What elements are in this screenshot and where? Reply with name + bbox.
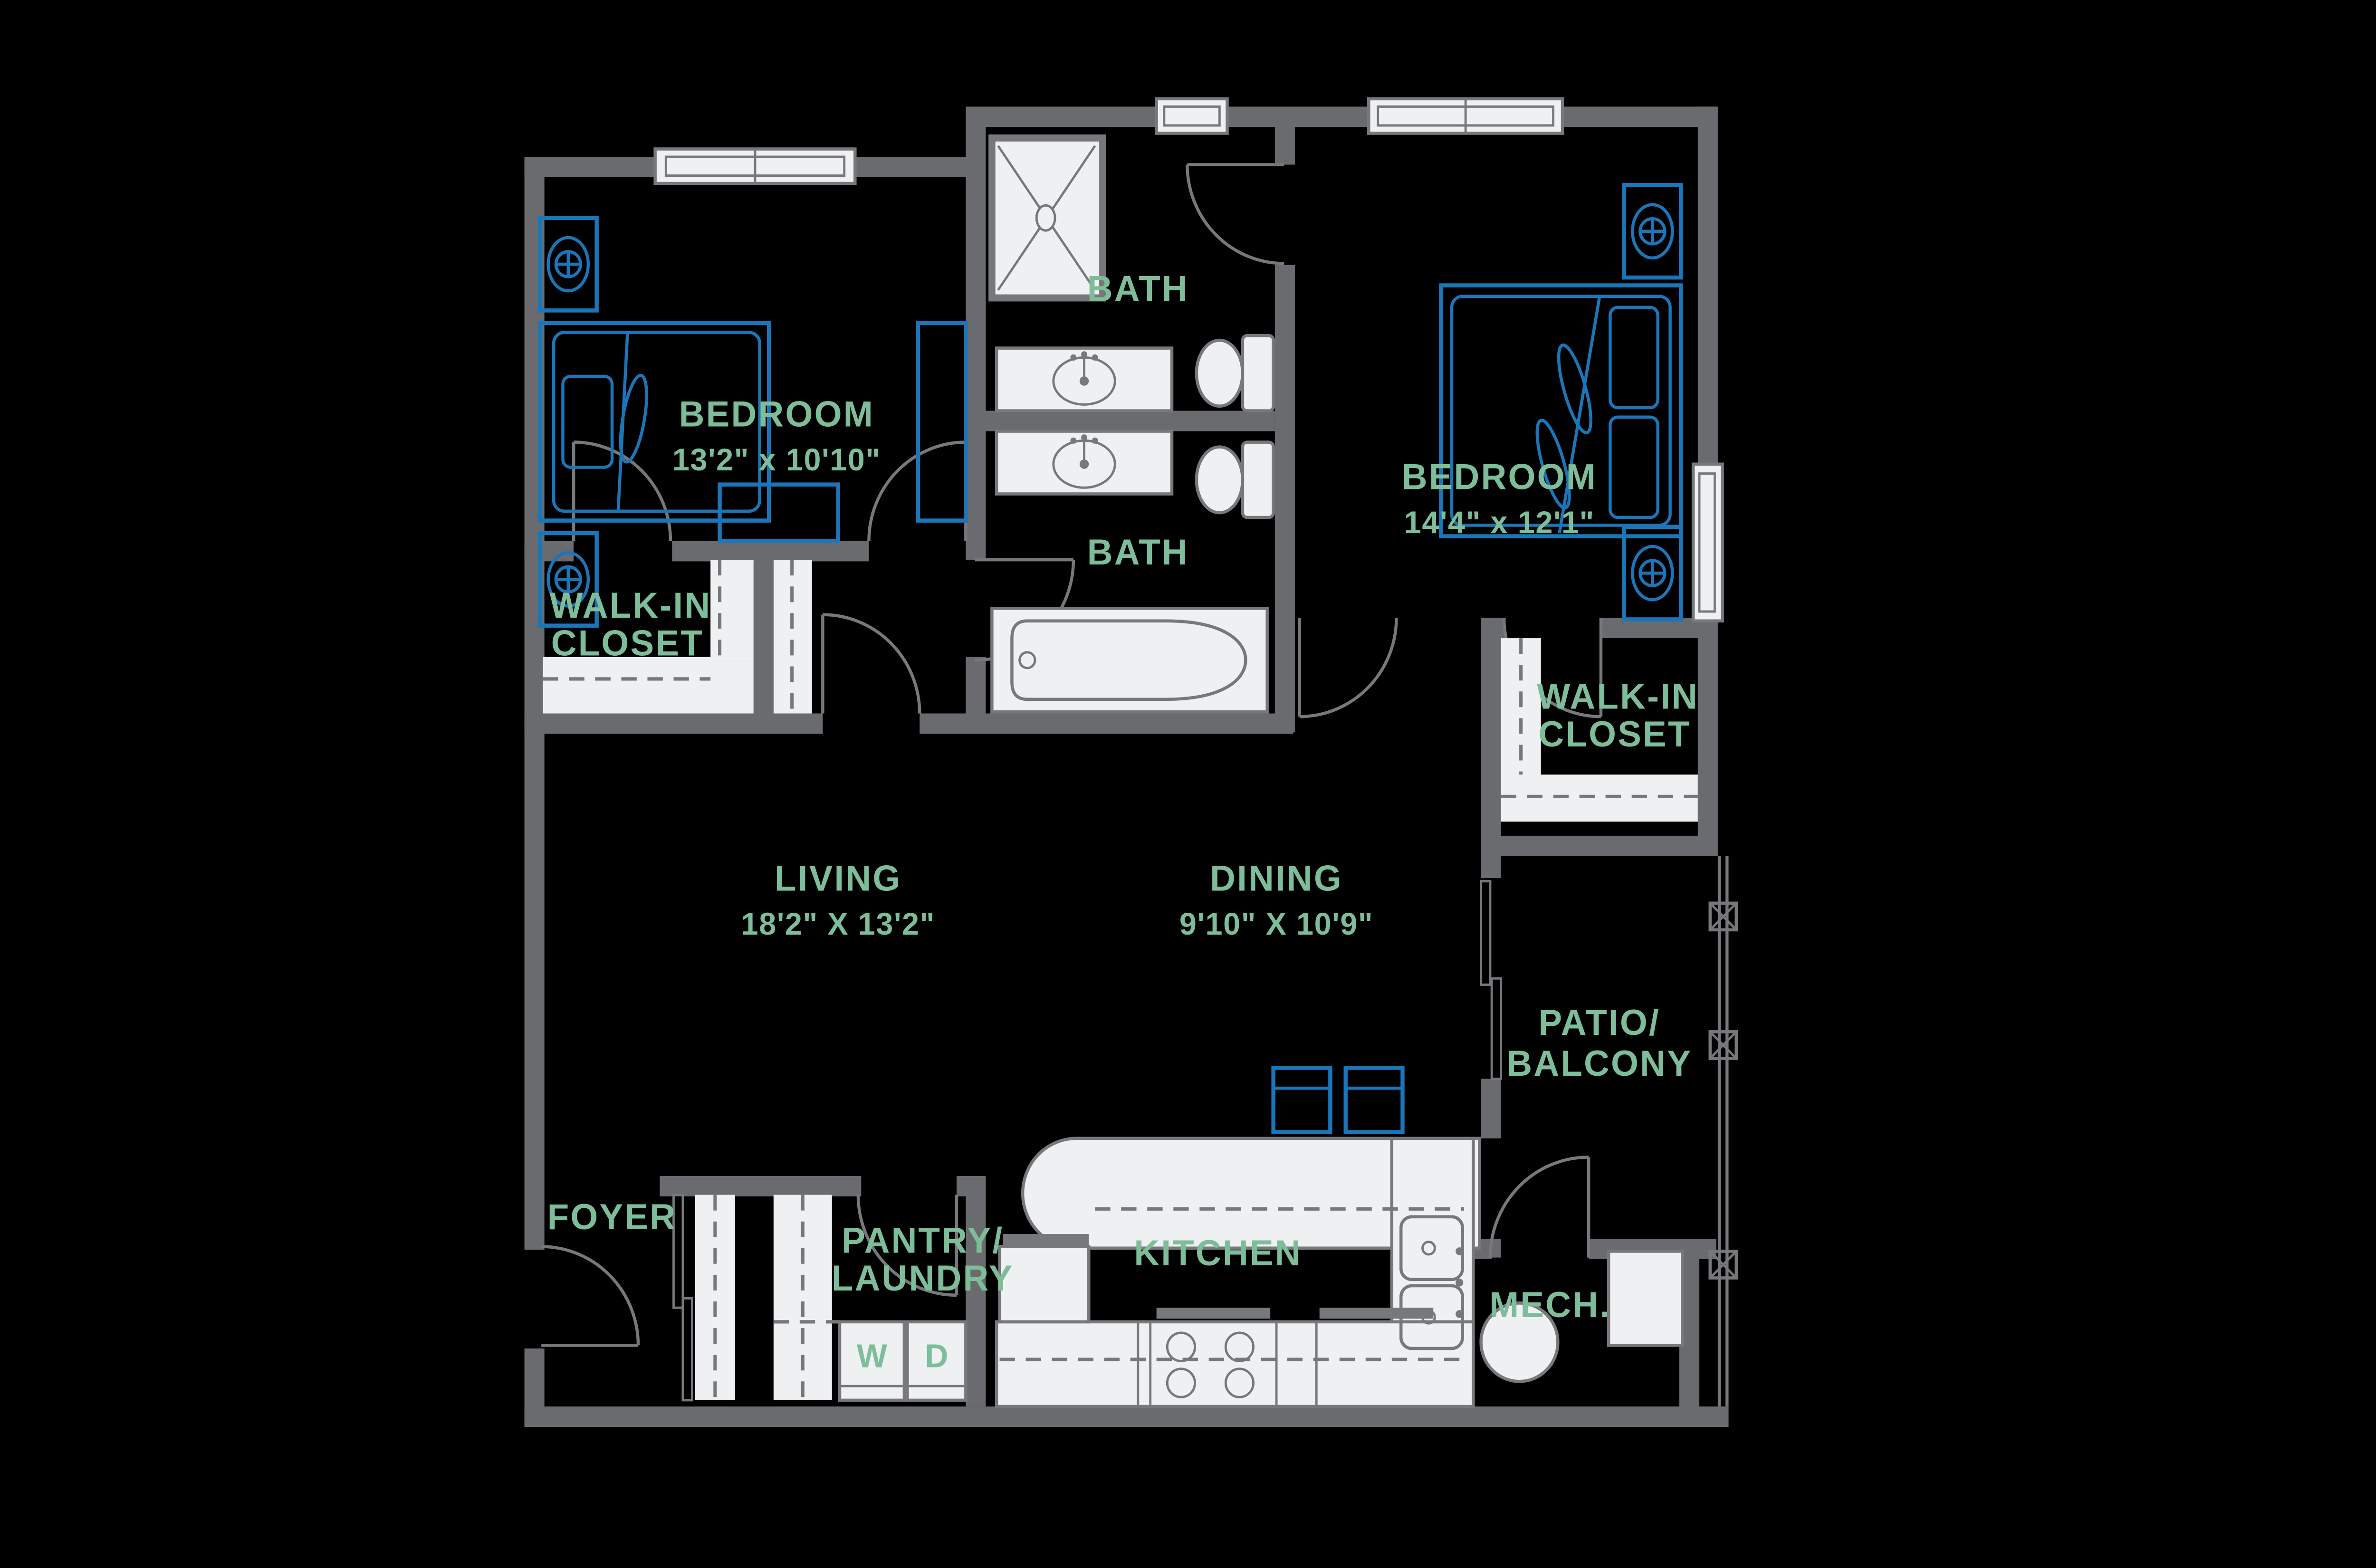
counter-bottom-row	[995, 1320, 1475, 1408]
wall-bath-right-main	[1274, 265, 1295, 733]
patio-label-line2: BALCONY	[1506, 1043, 1692, 1083]
living-label: LIVING	[775, 858, 902, 899]
wall-under-bath	[920, 713, 1293, 734]
washer-label: W	[857, 1338, 887, 1375]
bedroom1-dims: 13'2" x 10'10"	[672, 442, 881, 477]
foyer-label: FOYER	[547, 1197, 677, 1237]
wall-closet1-hall-divider	[753, 560, 774, 714]
wall-bath-left-upper	[966, 127, 986, 560]
counter-accent-2	[1319, 1308, 1434, 1319]
windows	[653, 97, 1724, 623]
foyer-closet-bypass-door-1	[672, 1194, 684, 1309]
closet2-label-line1: WALK-IN	[1537, 676, 1699, 717]
bath-fixtures	[988, 134, 1275, 714]
hall-closet-shelf	[773, 560, 812, 714]
door-patio-entry	[1488, 1156, 1590, 1258]
wall-left-upper	[524, 157, 545, 1250]
nightstand-lamp-icon	[1622, 525, 1683, 621]
vanity-sink-2	[995, 430, 1174, 496]
wall-closet2-left	[1481, 618, 1501, 855]
hvac-unit	[1607, 1250, 1684, 1347]
kitchen-label: KITCHEN	[1134, 1233, 1302, 1273]
room-labels: BEDROOM 13'2" x 10'10" BATH BEDROOM 14'4…	[547, 268, 1699, 1325]
nightstand-lamp-icon	[537, 216, 599, 313]
dresser-right	[916, 321, 968, 523]
nightstand-lamp-icon	[1622, 183, 1683, 280]
toilet-1	[1195, 334, 1275, 412]
closet2-shelf-left	[1501, 638, 1541, 792]
sliding-door-patio	[1480, 880, 1503, 1080]
bedroom1-label: BEDROOM	[679, 394, 874, 434]
wall-pantry-kitchen-divider	[966, 1176, 986, 1407]
window-bedroom2-right	[1691, 462, 1724, 623]
living-dims: 18'2" X 13'2"	[741, 906, 935, 941]
door-bath1	[1186, 163, 1284, 265]
door-pantry	[856, 1195, 958, 1297]
closet1-label-line2: CLOSET	[551, 623, 704, 663]
pantry-label-line2: LAUNDRY	[832, 1258, 1014, 1298]
patio-label-line1: PATIO/	[1538, 1002, 1660, 1042]
range-burners	[1149, 1320, 1278, 1408]
laundry-appliances: W D	[773, 1320, 968, 1402]
closet1-label-line1: WALK-IN	[549, 585, 711, 626]
toilet-2	[1195, 440, 1275, 519]
bedroom2-label: BEDROOM	[1402, 457, 1597, 497]
foyer-closet-bypass-door-2	[681, 1297, 693, 1402]
closet2-label-line2: CLOSET	[1538, 714, 1691, 754]
closet-shelving	[543, 560, 1698, 1402]
wall-closet2-bottom	[1481, 835, 1716, 856]
closet1-shelf-right	[710, 560, 754, 657]
wall-top-right	[966, 106, 1716, 127]
window-bedroom1	[653, 147, 857, 185]
water-heater	[1479, 1301, 1560, 1383]
wall-bath-left-stub	[966, 657, 986, 714]
wall-patio-mid	[1481, 1079, 1501, 1138]
wall-pantry-top	[660, 1176, 862, 1196]
closet1-shelf-bottom	[543, 657, 754, 714]
wall-bath-right-top	[1274, 127, 1295, 165]
dryer-label: D	[925, 1338, 948, 1375]
counter-accent-1	[1156, 1308, 1271, 1319]
bar-stool-2	[1343, 1066, 1405, 1134]
pantry-label-line1: PANTRY/	[842, 1220, 1004, 1261]
dining-label: DINING	[1210, 858, 1343, 899]
kitchen-counters	[995, 1066, 1481, 1408]
bathtub	[990, 607, 1269, 714]
wall-under-hall-left	[524, 713, 823, 734]
mech-label: MECH.	[1489, 1284, 1611, 1325]
window-bedroom2-top	[1367, 97, 1564, 135]
bed-queen	[1439, 283, 1683, 538]
bedroom1-furniture	[537, 216, 968, 628]
dresser-bottom	[718, 482, 840, 543]
wall-between-baths	[984, 411, 1275, 431]
wall-patio-stub-top	[1481, 854, 1501, 878]
wall-bedroom1-bottom-left	[524, 541, 574, 562]
nightstand-lamp-icon	[537, 531, 599, 628]
door-entry-foyer	[541, 1245, 640, 1347]
bedroom2-furniture	[1439, 183, 1683, 621]
dining-dims: 9'10" X 10'9"	[1179, 906, 1373, 941]
wall-bottom	[524, 1406, 1729, 1427]
bedroom2-dims: 14'4" x 12'1"	[1404, 505, 1595, 540]
kitchen-sink	[1399, 1215, 1464, 1350]
patio-railing	[1708, 856, 1738, 1407]
door-bedroom2-entry	[1298, 618, 1398, 718]
fridge-handle	[1003, 1234, 1089, 1245]
window-bath1	[1155, 97, 1229, 135]
door-hall	[821, 613, 921, 714]
shower	[988, 134, 1106, 302]
refrigerator	[998, 1245, 1091, 1324]
mech-equipment	[1479, 1250, 1684, 1383]
bath1-label: BATH	[1087, 268, 1189, 309]
bar-stool-1	[1271, 1066, 1332, 1134]
vanity-sink-1	[995, 346, 1174, 412]
wall-bedroom1-bottom-mid	[672, 541, 869, 562]
bath2-label: BATH	[1087, 532, 1189, 572]
bed-full	[537, 321, 771, 523]
